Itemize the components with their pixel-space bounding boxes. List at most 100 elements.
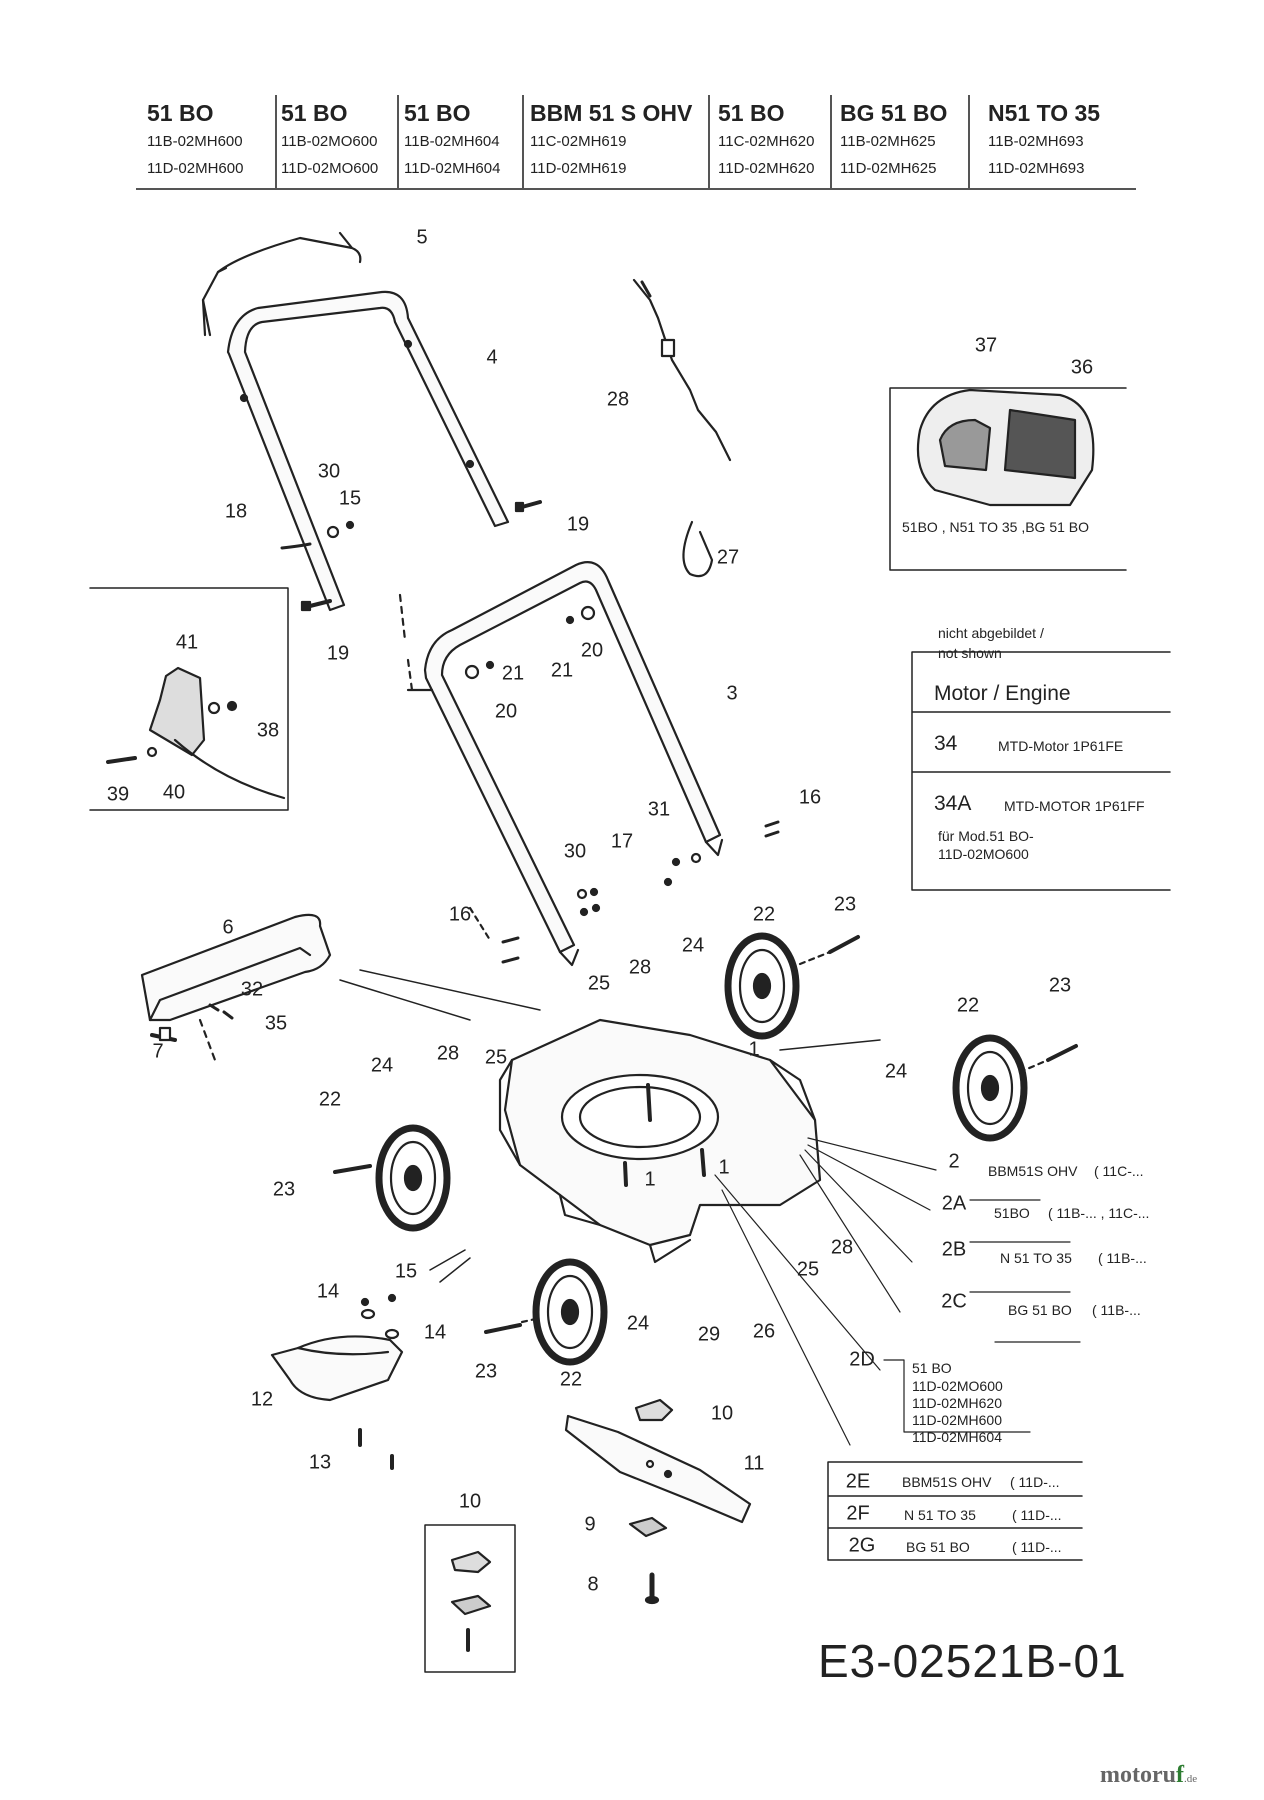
part-label: 20 bbox=[494, 700, 518, 723]
model-column: 51 BO 11B-02MO600 11D-02MO600 bbox=[281, 100, 421, 177]
header-divider bbox=[522, 95, 524, 190]
part-label: 28 bbox=[606, 388, 630, 411]
deck-variant-code: ( 11B-... bbox=[1092, 1302, 1141, 1318]
deck-variant-code: ( 11C-... bbox=[1094, 1163, 1144, 1179]
part-label: 2 bbox=[948, 1150, 960, 1173]
not-shown-note: not shown bbox=[938, 645, 1002, 661]
part-label: 36 bbox=[1070, 356, 1094, 379]
engine-row-num: 34 bbox=[934, 732, 958, 755]
part-label: 8 bbox=[587, 1573, 599, 1596]
part-label: 2G bbox=[848, 1534, 876, 1557]
header-divider bbox=[275, 95, 277, 190]
deck-2d-line: 11D-02MH604 bbox=[912, 1429, 1003, 1445]
model-name: BG 51 BO bbox=[840, 100, 948, 126]
part-label: 24 bbox=[681, 934, 705, 957]
bail-bar-grip bbox=[201, 266, 228, 337]
part-label: 2A bbox=[941, 1192, 967, 1215]
part-label: 23 bbox=[833, 893, 857, 916]
part-label: 1 bbox=[748, 1038, 760, 1061]
part-label: 28 bbox=[830, 1236, 854, 1259]
model-code: 11D-02MH620 bbox=[718, 160, 815, 177]
deck-engine-opening bbox=[560, 1073, 720, 1161]
wheel bbox=[724, 932, 800, 1040]
part-label: 24 bbox=[626, 1312, 650, 1335]
model-name: 51 BO bbox=[281, 100, 348, 126]
part-label: 25 bbox=[796, 1258, 820, 1281]
model-code: 11C-02MH620 bbox=[718, 133, 815, 150]
part-label: 27 bbox=[716, 546, 740, 569]
part-label: 9 bbox=[584, 1513, 596, 1536]
engine-row-note: 11D-02MO600 bbox=[938, 846, 1029, 862]
part-label: 23 bbox=[272, 1178, 296, 1201]
deck-2d-line: 11D-02MH620 bbox=[912, 1395, 1003, 1411]
deck-variant-model: 51BO bbox=[994, 1205, 1030, 1221]
deck-table-code: ( 11D-... bbox=[1012, 1539, 1062, 1555]
upper-handle bbox=[226, 290, 510, 612]
part-label: 19 bbox=[326, 642, 350, 665]
engine-row-note: für Mod.51 BO- bbox=[938, 828, 1034, 844]
part-label: 3 bbox=[726, 682, 738, 705]
part-label: 17 bbox=[610, 830, 634, 853]
deck-variant-code: ( 11B-... bbox=[1098, 1250, 1147, 1266]
model-code: 11D-02MH625 bbox=[840, 160, 937, 177]
engine-row-desc: MTD-MOTOR 1P61FF bbox=[1004, 798, 1145, 814]
part-label: 12 bbox=[250, 1388, 274, 1411]
model-code: 11B-02MH693 bbox=[988, 133, 1084, 150]
deck-table-code: ( 11D-... bbox=[1010, 1474, 1060, 1490]
deck-table-model: BBM51S OHV bbox=[902, 1474, 992, 1490]
model-column: N51 TO 35 11B-02MH693 11D-02MH693 bbox=[988, 100, 1128, 177]
part-label: 2F bbox=[846, 1502, 870, 1525]
model-column: BBM 51 S OHV 11C-02MH619 11D-02MH619 bbox=[530, 100, 710, 177]
wheel bbox=[375, 1124, 451, 1232]
part-label: 16 bbox=[448, 903, 472, 926]
part-label: 19 bbox=[566, 513, 590, 536]
part-label: 29 bbox=[697, 1323, 721, 1346]
part-label: 28 bbox=[628, 956, 652, 979]
part-label: 24 bbox=[370, 1054, 394, 1077]
part-label: 10 bbox=[710, 1402, 734, 1425]
part-label: 18 bbox=[224, 500, 248, 523]
deck-variant-code: ( 11B-... , 11C-... bbox=[1048, 1205, 1150, 1221]
part-label: 22 bbox=[956, 994, 980, 1017]
part-label: 2E bbox=[845, 1470, 871, 1493]
lower-handle bbox=[423, 561, 722, 954]
model-name: 51 BO bbox=[718, 100, 785, 126]
part-label: 32 bbox=[240, 978, 264, 1001]
part-label: 28 bbox=[436, 1042, 460, 1065]
part-label: 24 bbox=[884, 1060, 908, 1083]
part-label: 11 bbox=[743, 1452, 765, 1475]
cover-caption: 51BO , N51 TO 35 ,BG 51 BO bbox=[902, 519, 1090, 535]
deck-2d-line: 51 BO bbox=[912, 1360, 952, 1376]
throttle-lever bbox=[148, 666, 206, 757]
part-label: 22 bbox=[752, 903, 776, 926]
deck-2d-line: 11D-02MO600 bbox=[912, 1378, 1003, 1394]
model-column: 51 BO 11C-02MH620 11D-02MH620 bbox=[718, 100, 858, 177]
mulch-plug bbox=[270, 1335, 404, 1402]
header-divider bbox=[830, 95, 832, 190]
wheel bbox=[532, 1258, 608, 1366]
engine-row-desc: MTD-Motor 1P61FE bbox=[998, 738, 1124, 754]
deck-table-model: BG 51 BO bbox=[906, 1539, 970, 1555]
deck-variant-model: N 51 TO 35 bbox=[1000, 1250, 1072, 1266]
part-label: 40 bbox=[162, 781, 186, 804]
watermark-logo: motoruf.de bbox=[1100, 1762, 1198, 1788]
part-label: 15 bbox=[338, 487, 362, 510]
model-code: 11C-02MH619 bbox=[530, 133, 627, 150]
part-label: 38 bbox=[256, 719, 280, 742]
deck-variant-model: BG 51 BO bbox=[1008, 1302, 1072, 1318]
part-label: 1 bbox=[644, 1168, 656, 1191]
model-code: 11B-02MO600 bbox=[281, 133, 378, 150]
model-code: 11D-02MH604 bbox=[404, 160, 501, 177]
part-label: 4 bbox=[486, 346, 498, 369]
header-divider bbox=[708, 95, 710, 190]
header-divider bbox=[968, 95, 970, 190]
throttle-cable bbox=[632, 278, 732, 462]
part-label: 25 bbox=[484, 1046, 508, 1069]
model-code: 11D-02MO600 bbox=[281, 160, 379, 177]
model-code: 11D-02MH693 bbox=[988, 160, 1085, 177]
document-number: E3-02521B-01 bbox=[818, 1635, 1127, 1687]
part-label: 23 bbox=[1048, 974, 1072, 997]
model-column: 51 BO 11B-02MH600 11D-02MH600 bbox=[147, 100, 287, 177]
